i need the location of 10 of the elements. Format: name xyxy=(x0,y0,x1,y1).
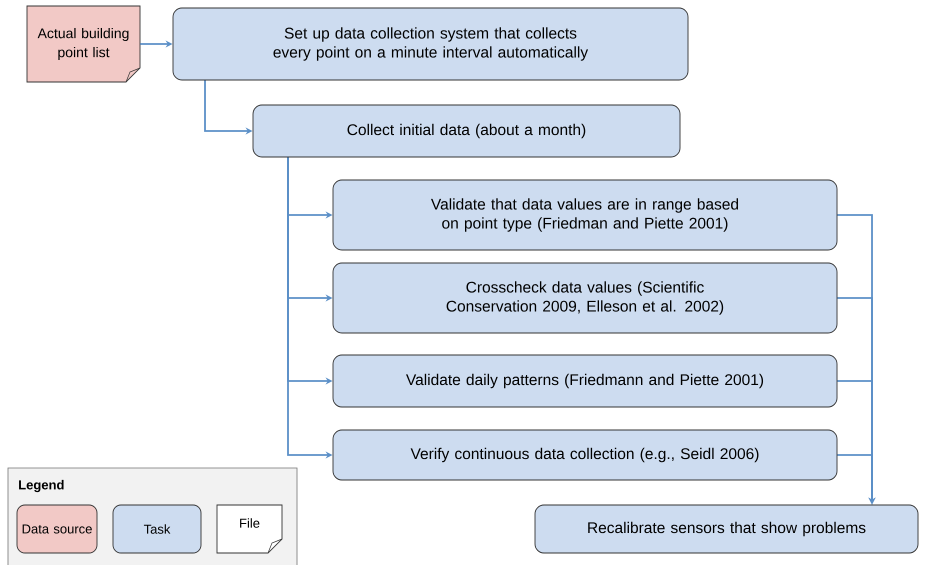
legend-file-sample: File xyxy=(216,504,282,554)
legend-title: Legend xyxy=(19,480,64,492)
task-box: Recalibrate sensors that show problems xyxy=(534,504,918,554)
data-source-file: Actual building point list xyxy=(26,6,140,82)
task-box: Validate that data values are in range based on point type (Friedman and Piette 2001) xyxy=(332,180,838,250)
task-box: Set up data collection system that collects every point on a minute interval automatically xyxy=(172,8,688,80)
task-box: Verify continuous data collection (e.g., Seidl 2006) xyxy=(332,430,838,480)
task-box: Crosscheck data values (Scientific Conservation 2009, Elleson et al. 2002) xyxy=(332,262,838,334)
task-box: Collect initial data (about a month) xyxy=(252,104,680,158)
task-box: Validate daily patterns (Friedmann and Piette 2001) xyxy=(332,354,838,408)
